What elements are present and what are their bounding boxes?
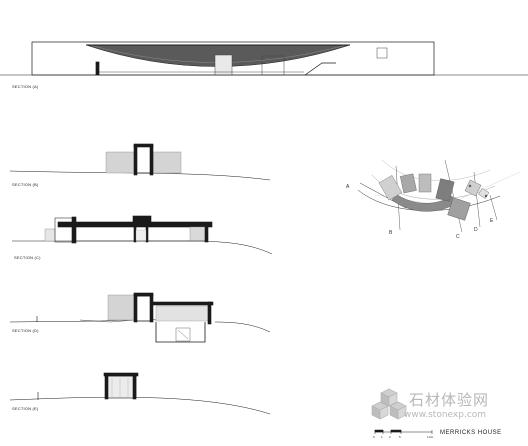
section-d-drawing — [9, 292, 271, 343]
project-title: MERRICKS HOUSE — [440, 430, 502, 436]
scale-tick-0: 0 — [373, 435, 375, 439]
section-a-drawing — [0, 41, 528, 76]
section-d-label: SECTION (D) — [12, 328, 39, 333]
scale-tick-2: 2 — [389, 435, 391, 439]
watermark-text-cn: 石材体验网 — [409, 391, 490, 409]
section-b-label: SECTION (B) — [12, 182, 39, 187]
key-plan-label-b: B — [389, 230, 393, 236]
section-e-drawing — [9, 372, 271, 415]
section-c-drawing — [12, 215, 273, 255]
section-c-label: SECTION (C) — [14, 255, 41, 260]
section-a-label: SECTION (A) — [12, 84, 39, 89]
watermark-url: www.stonexp.com — [404, 410, 487, 420]
scale-tick-1: 1 — [381, 435, 383, 439]
key-plan-label-c: C — [456, 234, 460, 240]
watermark-logo-icon — [371, 388, 407, 420]
scale-tick-10m: 10m — [427, 435, 434, 439]
key-plan-label-d: D — [474, 227, 478, 233]
scale-tick-5: 5 — [399, 435, 401, 439]
section-e-label: SECTION (E) — [12, 406, 39, 411]
scale-bar — [374, 429, 433, 434]
section-b-drawing — [9, 143, 271, 181]
key-plan — [357, 159, 521, 233]
key-plan-label-e: E — [490, 218, 494, 224]
key-plan-label-a: A — [346, 184, 350, 190]
